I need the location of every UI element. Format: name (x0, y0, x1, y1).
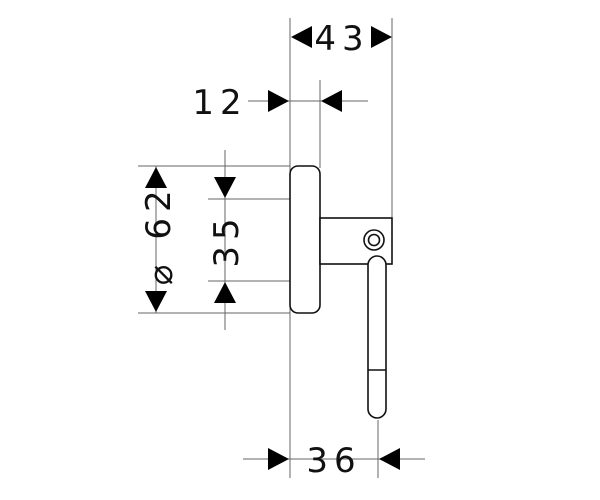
dimension-plate-thickness: 12 (192, 83, 247, 123)
dimension-plate-diameter: 62 (139, 184, 179, 239)
arrow-35-top (214, 177, 236, 198)
arrow-36-left (268, 448, 289, 470)
dimension-overall-depth: 43 (314, 19, 369, 59)
arrow-12-right (321, 90, 342, 112)
arrow-43-left (291, 26, 312, 48)
hook-stem (367, 255, 387, 419)
arrow-43-right (371, 26, 392, 48)
dimension-mounting-height: 35 (207, 212, 247, 267)
arrow-62-top (145, 167, 167, 188)
dimension-hook-projection: 36 (306, 441, 361, 481)
hook-part (289, 165, 393, 419)
arrowheads (145, 26, 400, 470)
arrow-36-right (379, 448, 400, 470)
pivot-inner (367, 233, 381, 247)
wall-plate (289, 165, 321, 314)
arrow-35-bottom (214, 282, 236, 303)
arrow-62-bottom (145, 291, 167, 312)
arrow-12-left (268, 90, 289, 112)
diameter-symbol: ⌀ (141, 259, 181, 285)
